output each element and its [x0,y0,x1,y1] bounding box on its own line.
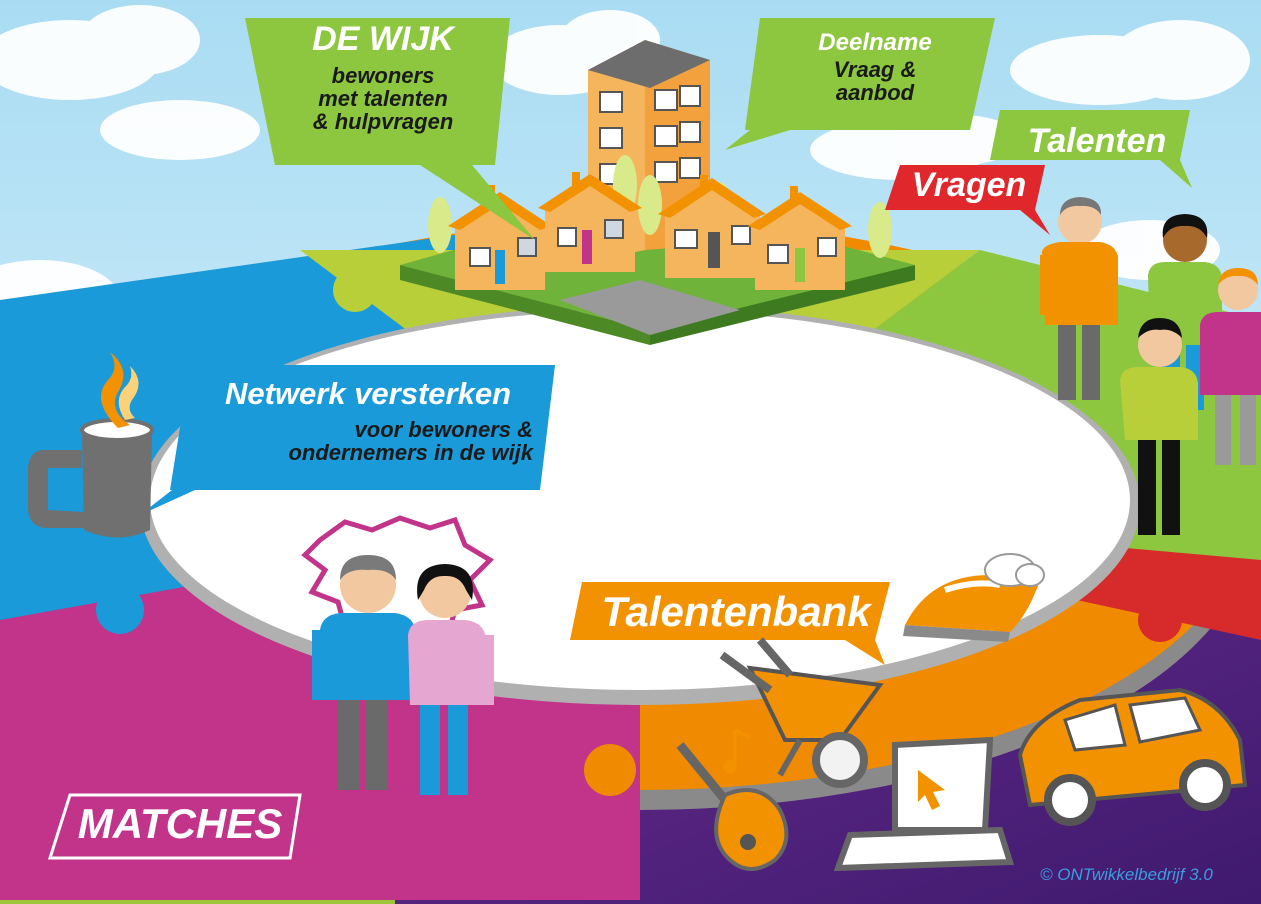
road [560,280,740,335]
de-wijk-title: DE WIJK [312,20,454,58]
laptop-icon [833,736,1015,872]
netwerk-line: voor bewoners & [354,417,533,442]
de-wijk-line: bewoners [331,63,435,88]
platform [400,195,915,330]
matches-callout [50,760,325,858]
de-wijk-lines: bewoners met talenten & hulpvragen [268,64,498,133]
person-icon [408,564,494,795]
puzzle-notch-red [1138,598,1182,642]
house-icon [448,185,552,290]
puzzle-notch-green [978,278,1022,322]
car-icon [1017,687,1248,826]
talenten-label: Talenten [1027,122,1167,160]
de-wijk-line: met talenten [318,86,448,112]
wheelbarrow-icon [719,637,884,788]
netwerk-callout [140,365,555,515]
de-wijk-line: & hulpvragen [312,109,454,135]
matches-label: MATCHES [77,800,283,847]
platform-side [650,265,915,345]
vragen-callout [885,165,1050,235]
netwerk-lines: voor bewoners & ondernemers in de wijk [188,418,533,464]
house-icon [658,175,766,278]
deelname-callout [725,18,995,150]
iron-icon [903,553,1045,642]
coffee-mug-icon [28,352,154,538]
de-wijk-callout [245,18,535,240]
deelname-lines: Vraag & aanbod [770,58,980,104]
person-icon [1120,318,1198,535]
house-icon [538,172,642,272]
deelname-title: Deelname [818,29,932,56]
person-icon [1040,197,1118,400]
talentenbank-label: Talentenbank [601,588,871,635]
house-icon [748,186,852,290]
puzzle-notches [333,268,377,312]
netwerk-line: ondernemers in de wijk [288,440,533,466]
copyright-text: © ONTwikkelbedrijf 3.0 [1040,865,1213,884]
puzzle-notch-orange [584,744,636,796]
puzzle-notch-blue [96,586,144,634]
neighbourhood [400,40,915,345]
music-note-icon [723,728,751,774]
matches-callout-border [47,793,302,860]
netwerk-title: Netwerk versterken [224,376,512,411]
talenten-callout [990,110,1192,188]
person-icon [1200,268,1261,465]
talentenbank-callout [570,582,890,665]
vragen-label: Vragen [911,166,1027,204]
deelname-line: Vraag & [833,57,917,82]
deelname-line: aanbod [835,80,915,106]
guitar-icon [676,742,789,871]
person-icon [312,555,415,790]
